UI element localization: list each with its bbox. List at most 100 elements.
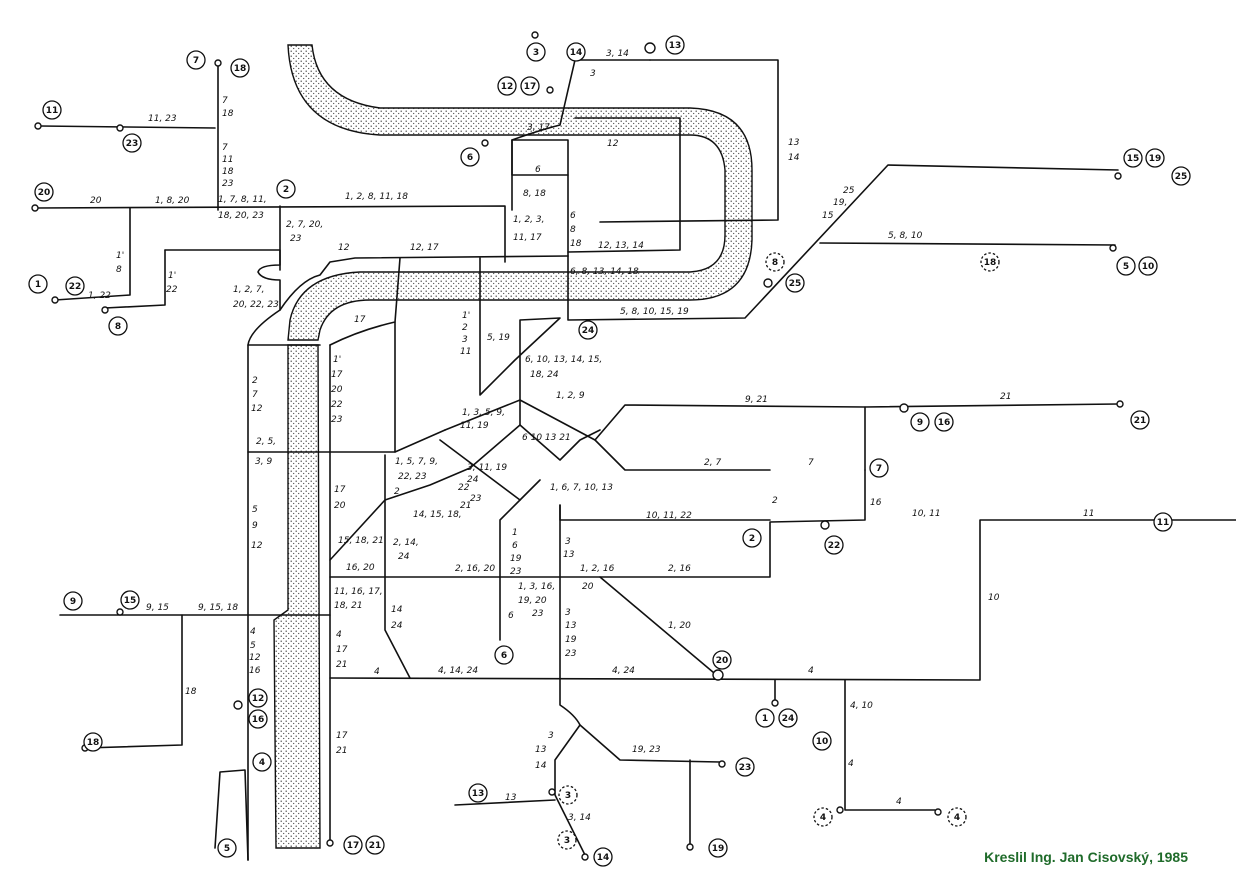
terminal-marker: 15 [120,590,140,610]
terminal-number: 5 [224,844,230,854]
terminal-ring [566,42,586,62]
route-label: 10, 11, 22 [646,511,692,521]
route-label: 1' [333,355,341,365]
route-label: 4 [896,797,902,807]
terminal-number: 19 [1149,154,1162,164]
terminal-number: 16 [252,715,265,725]
route-label: 1, 3, 16, [518,582,555,592]
route-label: 8 [116,265,122,275]
route-label: 2, 16, 20 [455,564,495,574]
terminal-number: 23 [739,763,752,773]
route-label: 20 [334,501,346,511]
terminal-ring [1153,512,1173,532]
terminal-marker: 15 [1123,148,1143,168]
route-label: 13 [788,138,800,148]
route-label: 5 [250,641,256,651]
terminal-marker: 3 [557,830,577,850]
route-label: 1' [462,311,470,321]
terminal-marker: 8 [108,316,128,336]
route-label: 13 [565,621,577,631]
route-label: 21 [460,501,471,511]
route-labels: 11, 23 20 1, 8, 20 1' 8 1' 22 1, 22 7 18… [88,49,1094,823]
terminal-ring [755,708,775,728]
route-label: 14, 15, 18, [413,510,462,520]
terminal-marker: 12 [497,76,517,96]
route-label: 7 [808,458,814,468]
terminal-marker: 16 [934,412,954,432]
terminal-ring [665,35,685,55]
terminal-ring [230,58,250,78]
route-label: 1, 20 [668,621,691,631]
terminal-ring [1123,148,1143,168]
route-label: 2, 7, 20, [286,220,323,230]
terminal-marker: 6 [460,147,480,167]
terminal-ring [593,847,613,867]
route-label: 17 [336,731,348,741]
terminal-ring [252,752,272,772]
route-label: 11 [222,155,233,165]
route-label: 9, 15, 18 [198,603,238,613]
route-label: 13 [563,550,575,560]
terminal-marker: 20 [34,182,54,202]
route-label: 24 [398,552,410,562]
route-label: 18 [570,239,582,249]
terminal-number: 14 [570,48,583,58]
route-label: 23 [222,179,234,189]
route-label: 3 [462,335,468,345]
terminal-number: 10 [1142,262,1155,272]
terminal-ring [497,76,517,96]
route-label: 4 [250,627,256,637]
route-label: 1, 2, 9 [556,391,585,401]
route-label: 4 [374,667,380,677]
terminal-number: 25 [789,279,802,289]
terminal-marker: 21 [1130,410,1150,430]
terminal-number: 24 [782,714,795,724]
terminal-number: 10 [816,737,829,747]
route-label: 14 [535,761,547,771]
terminal-ring [1130,410,1150,430]
route-label: 10 [988,593,1000,603]
terminal-ring [947,807,967,827]
terminal-marker: 9 [63,591,83,611]
terminal-marker: 18 [980,252,1000,272]
route-label: 12 [249,653,261,663]
terminal-marker: 18 [83,732,103,752]
terminal-number: 17 [347,841,360,851]
terminal-marker: 18 [230,58,250,78]
route-label: 12 [607,139,619,149]
terminal-number: 3 [564,836,570,846]
route-label: 12, 13, 14 [598,241,644,251]
terminal-number: 16 [938,418,951,428]
terminal-marker: 23 [735,757,755,777]
terminal-marker: 25 [785,273,805,293]
terminal-number: 6 [501,651,507,661]
route-label: 1, 7, 8, 11, [218,195,267,205]
terminal-ring [108,316,128,336]
route-label: 12 [251,404,263,414]
terminal-ring [217,838,237,858]
terminal-number: 7 [876,464,882,474]
terminal-number: 1 [762,714,768,724]
terminal-number: 24 [582,326,595,336]
route-label: 19, 23 [632,745,661,755]
route-label: 18 [185,687,197,697]
terminal-loops [31,31,1124,861]
route-label: 22 [331,400,343,410]
route-label: 1' [116,251,124,261]
terminal-number: 3 [533,48,539,58]
route-label: 3 [590,69,596,79]
route-label: 24 [391,621,403,631]
terminal-ring [824,535,844,555]
terminal-ring [934,412,954,432]
route-label: 4, 24 [612,666,635,676]
route-label: 1, 2, 16 [580,564,615,574]
terminal-number: 15 [124,596,137,606]
terminal-number: 2 [749,534,755,544]
route-label: 4 [336,630,342,640]
author-credit: Kreslil Ing. Jan Cisovský, 1985 [984,849,1188,865]
terminal-ring [460,147,480,167]
terminal-number: 21 [1134,416,1147,426]
terminal-number: 8 [772,258,778,268]
terminal-marker: 2 [276,179,296,199]
